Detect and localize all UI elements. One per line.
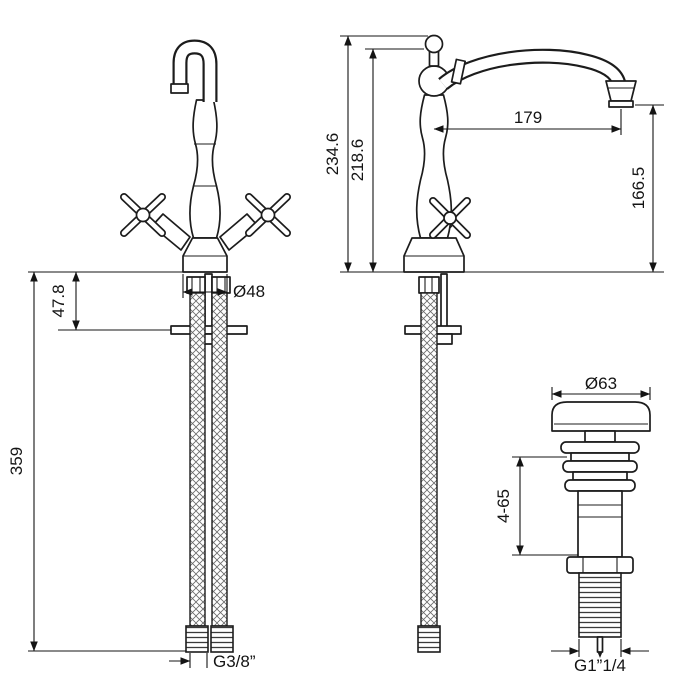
drain-seal-ring-5 xyxy=(564,479,636,492)
drain-neck xyxy=(584,430,616,443)
drain-body-cylinder xyxy=(577,490,623,558)
dim-diameter-63: Ø63 xyxy=(551,374,651,400)
faucet-base-front xyxy=(182,237,228,273)
dim-label-g38: G3/8” xyxy=(213,652,256,671)
drain-body-lines xyxy=(578,504,622,518)
drain-pin-tip xyxy=(597,652,603,658)
dim-label-47-8: 47.8 xyxy=(49,284,68,317)
spout-outlet-collar xyxy=(170,83,189,94)
hose-connector-side xyxy=(417,625,441,653)
dim-218-6: 218.6 xyxy=(348,48,424,273)
handle-left-hub xyxy=(135,207,151,223)
dim-4-65: 4-65 xyxy=(494,456,578,556)
dim-thread-g114: G1”1/4 xyxy=(551,639,649,675)
supply-hose-side xyxy=(420,292,438,627)
dim-label-218-6: 218.6 xyxy=(348,139,367,182)
dim-166-5: 166.5 xyxy=(464,104,664,273)
handle-side-hub xyxy=(443,211,457,225)
handle-right-stem xyxy=(219,213,259,251)
hose-nut-left xyxy=(186,276,206,294)
dim-label-d48: Ø48 xyxy=(233,282,265,301)
mounting-washer-front xyxy=(170,325,248,335)
spout-front-inner xyxy=(174,41,216,102)
hose-connector-right xyxy=(210,625,234,653)
hose-connector-left xyxy=(185,625,209,653)
dim-47-8: 47.8 xyxy=(28,271,183,331)
handle-right-hub xyxy=(260,207,276,223)
drain-seal-ring-4 xyxy=(572,471,628,481)
bell-lip xyxy=(608,100,634,108)
drain-view: Ø63 4-65 G1”1/4 xyxy=(494,374,651,675)
drain-seal-ring-3 xyxy=(562,460,638,473)
hose-nut-side-lines xyxy=(424,277,433,293)
side-view: 234.6 218.6 179 166.5 xyxy=(323,34,664,653)
drain-collar-lines xyxy=(582,557,618,573)
dim-label-359: 359 xyxy=(7,447,26,475)
body-ring-lines xyxy=(193,143,217,187)
dim-thread-g38: G3/8” xyxy=(169,652,256,671)
dim-label-g114: G1”1/4 xyxy=(574,656,626,675)
dim-label-d63: Ø63 xyxy=(585,374,617,393)
faucet-base-side xyxy=(403,237,465,273)
drain-pin xyxy=(596,636,604,653)
mounting-nut-side xyxy=(435,333,453,345)
spout-side-inner xyxy=(439,50,625,89)
drain-seal-ring-1 xyxy=(560,441,640,454)
drain-collar xyxy=(566,556,634,574)
front-view: 47.8 359 Ø48 G3/8” xyxy=(7,39,291,671)
dim-label-234-6: 234.6 xyxy=(323,133,342,176)
drain-thread xyxy=(578,572,622,638)
dim-label-179: 179 xyxy=(514,108,542,127)
drain-cap xyxy=(551,401,651,432)
dim-label-4-65: 4-65 xyxy=(494,489,513,523)
dim-234-6: 234.6 xyxy=(323,35,428,273)
spout-bell-outlet xyxy=(605,80,637,102)
finial-ball xyxy=(424,34,444,54)
supply-hose-left xyxy=(189,292,206,627)
dim-diameter-48: Ø48 xyxy=(182,274,265,301)
drain-seal-ring-2 xyxy=(570,452,630,462)
supply-hose-right xyxy=(211,292,228,627)
dim-179: 179 xyxy=(433,108,622,135)
spout-collar-ring xyxy=(450,58,467,85)
dim-label-166-5: 166.5 xyxy=(629,167,648,210)
faucet-body-front xyxy=(189,99,221,239)
hose-nut-side xyxy=(418,276,440,294)
dim-359: 359 xyxy=(7,271,186,652)
